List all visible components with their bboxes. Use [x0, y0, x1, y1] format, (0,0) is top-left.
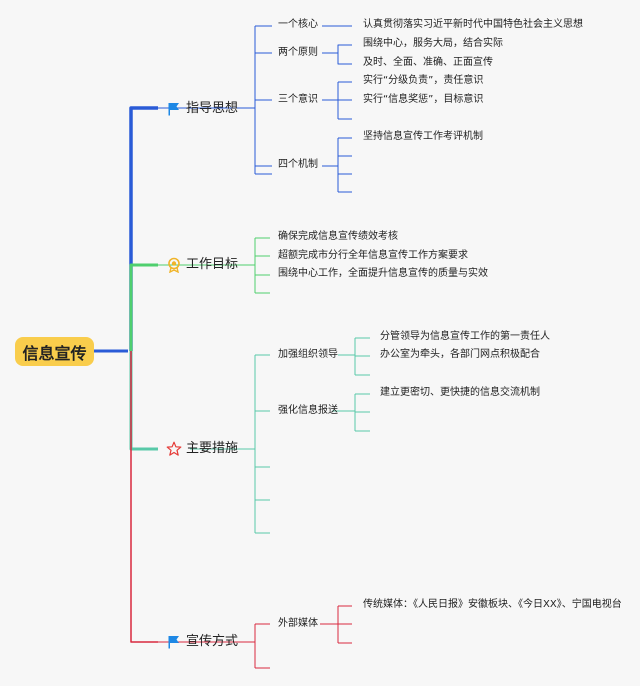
leaf-item[interactable]: 分管领导为信息宣传工作的第一责任人	[380, 330, 550, 344]
leaf-label: 实行“信息奖惩”，目标意识	[363, 94, 484, 105]
medal-icon	[168, 257, 180, 273]
leaf-label: 分管领导为信息宣传工作的第一责任人	[380, 331, 550, 342]
leaf-item[interactable]: 确保完成信息宣传绩效考核	[278, 230, 398, 244]
branch-label: 主要措施	[186, 441, 239, 456]
leaf-label: 建立更密切、更快捷的信息交流机制	[380, 387, 540, 398]
group-label: 一个核心	[278, 19, 318, 30]
group-strengthen-leadership[interactable]: 加强组织领导	[278, 348, 338, 362]
leaf-item[interactable]: 围绕中心工作，全面提升信息宣传的质量与实效	[278, 267, 488, 281]
leaf-item[interactable]: 超额完成市分行全年信息宣传工作方案要求	[278, 249, 468, 263]
connector-line	[129, 351, 158, 451]
leaf-label: 办公室为牵头，各部门网点积极配合	[380, 349, 540, 360]
leaf-item[interactable]: 围绕中心，服务大局，结合实际	[363, 37, 503, 51]
leaf-label: 实行“分级负责”，责任意识	[363, 75, 484, 86]
leaf-label: 围绕中心工作，全面提升信息宣传的质量与实效	[278, 268, 488, 279]
group-three-awareness[interactable]: 三个意识	[278, 93, 318, 107]
group-label: 四个机制	[278, 159, 318, 170]
leaf-item[interactable]: 实行“信息奖惩”，目标意识	[363, 93, 483, 107]
group-label: 强化信息报送	[278, 405, 338, 416]
leaf-item[interactable]: 及时、全面、准确、正面宣传	[363, 56, 493, 70]
connector-line	[129, 106, 158, 351]
leaf-label: 坚持信息宣传工作考评机制	[363, 131, 483, 142]
flag-icon	[168, 103, 179, 116]
root-label: 信息宣传	[22, 343, 87, 363]
leaf-label: 认真贯彻落实习近平新时代中国特色社会主义思想	[363, 19, 583, 30]
group-info-submission[interactable]: 强化信息报送	[278, 404, 338, 418]
star-icon	[166, 441, 182, 456]
group-label: 三个意识	[278, 94, 318, 105]
connector-line	[337, 53, 352, 65]
leaf-label: 及时、全面、准确、正面宣传	[363, 57, 493, 68]
group-external-media[interactable]: 外部媒体	[278, 617, 318, 631]
branch-publicity-methods[interactable]: 宣传方式	[166, 633, 238, 651]
branch-label: 指导思想	[186, 101, 239, 116]
group-label: 两个原则	[278, 47, 318, 58]
branch-label: 宣传方式	[186, 634, 239, 649]
leaf-label: 围绕中心，服务大局，结合实际	[363, 38, 503, 49]
root-node[interactable]: 信息宣传	[15, 337, 94, 366]
leaf-item[interactable]: 实行“分级负责”，责任意识	[363, 74, 483, 88]
connector-line	[130, 351, 158, 643]
connector-line	[322, 44, 352, 54]
branch-guiding-ideology[interactable]: 指导思想	[166, 100, 238, 118]
branch-main-measures[interactable]: 主要措施	[166, 440, 238, 458]
leaf-item[interactable]: 传统媒体：《人民日报》安徽板块、《今日XX》、宁国电视台	[363, 598, 622, 612]
leaf-label: 传统媒体：《人民日报》安徽板块、《今日XX》、宁国电视台	[363, 599, 622, 610]
leaf-item[interactable]: 认真贯彻落实习近平新时代中国特色社会主义思想	[363, 18, 583, 32]
leaf-label: 确保完成信息宣传绩效考核	[278, 231, 398, 242]
group-four-mechanisms[interactable]: 四个机制	[278, 158, 318, 172]
leaf-item[interactable]: 办公室为牵头，各部门网点积极配合	[380, 348, 540, 362]
branch-label: 工作目标	[186, 257, 239, 272]
leaf-label: 超额完成市分行全年信息宣传工作方案要求	[278, 250, 468, 261]
connector-line	[129, 263, 158, 351]
group-one-core[interactable]: 一个核心	[278, 18, 318, 32]
leaf-item[interactable]: 坚持信息宣传工作考评机制	[363, 130, 483, 144]
branch-work-goals[interactable]: 工作目标	[166, 256, 238, 274]
flag-icon	[168, 636, 179, 649]
group-label: 加强组织领导	[278, 349, 338, 360]
group-label: 外部媒体	[278, 618, 318, 629]
leaf-item[interactable]: 建立更密切、更快捷的信息交流机制	[380, 386, 540, 400]
group-two-principles[interactable]: 两个原则	[278, 46, 318, 60]
